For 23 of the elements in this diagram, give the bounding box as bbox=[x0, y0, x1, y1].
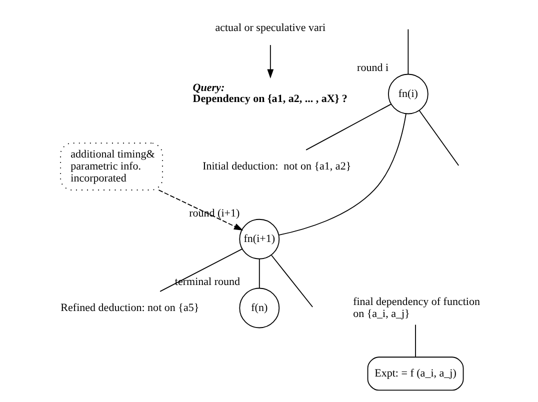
arrow bbox=[266, 44, 274, 78]
node-box: Expt: = f (a_i, a_j) bbox=[366, 356, 464, 391]
node-box: additional timing& parametric info. incorporated bbox=[60, 142, 162, 190]
connector bbox=[418, 110, 459, 166]
node-label: terminal round bbox=[174, 276, 240, 288]
node-circle: fn(i+1) bbox=[238, 218, 280, 260]
node-text: actual or speculative vari bbox=[214, 22, 326, 34]
node-label: round i bbox=[356, 62, 388, 74]
node-circle: fn(i) bbox=[387, 74, 428, 114]
node-text: final dependency of function on {a_i, a_j} bbox=[352, 296, 480, 320]
connector bbox=[407, 28, 408, 75]
arrow bbox=[158, 190, 243, 230]
node-text: Initial deduction: not on {a1, a2} bbox=[202, 160, 351, 172]
node-text: Query: Dependency on {a1, a2, ... , aX} ? bbox=[192, 82, 347, 105]
connector bbox=[278, 113, 406, 236]
connector bbox=[270, 254, 313, 308]
node-circle: f(n) bbox=[238, 288, 280, 328]
node-label: round (i+1) bbox=[188, 207, 240, 220]
connector bbox=[305, 104, 391, 150]
connector bbox=[159, 248, 242, 292]
node-text: Refined deduction: not on {a5} bbox=[60, 302, 199, 314]
connector bbox=[414, 324, 416, 358]
connector bbox=[258, 258, 260, 289]
